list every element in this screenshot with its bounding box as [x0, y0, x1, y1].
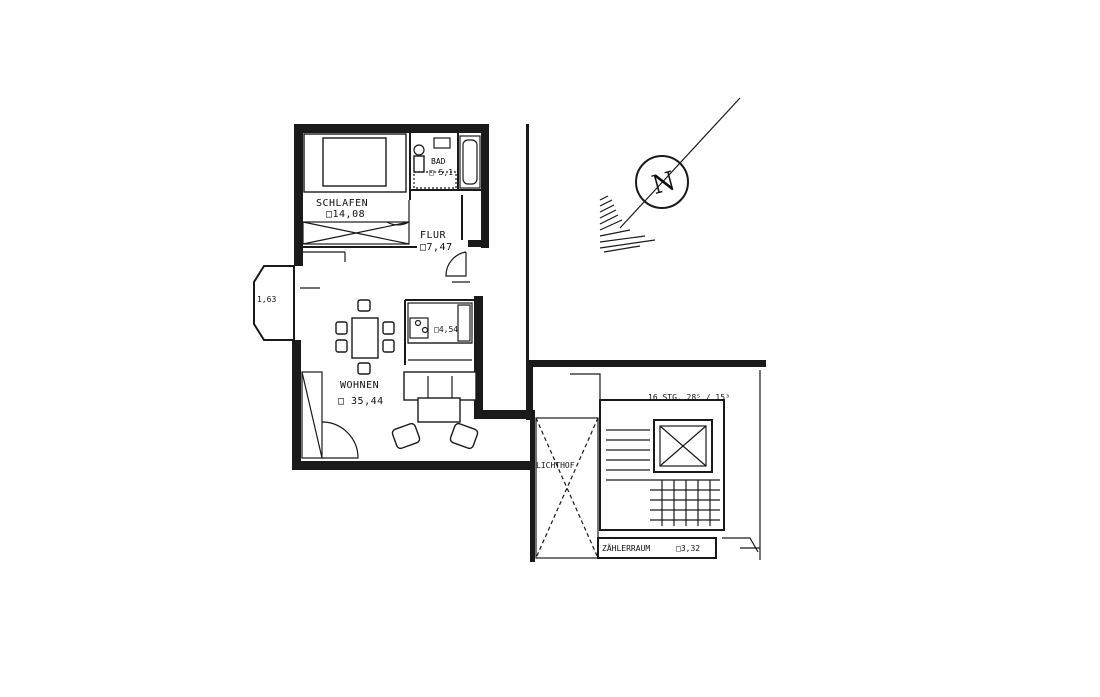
kitchen: □4,54 [407, 302, 473, 361]
wohnen-area: □ 35,44 [338, 396, 384, 407]
wardrobe [302, 221, 410, 245]
bad-label: BAD [431, 157, 446, 166]
chair [382, 321, 395, 335]
cupboard [301, 371, 323, 459]
north-arrow: N [599, 97, 741, 253]
room-bad: BAD □ 5,1 [413, 135, 481, 189]
bad-area: □ 5,1 [429, 168, 453, 177]
stair-treads [606, 429, 720, 526]
room-flur: FLUR □7,47 [420, 230, 470, 283]
apartment-outer-walls [292, 124, 766, 562]
stairwell: 16 STG. 28⁵ / 15³ [570, 370, 761, 560]
lichthof-label: LICHTHOF [536, 461, 575, 470]
sofa [403, 371, 477, 401]
north-arrow-hatch [599, 195, 656, 253]
toilet [413, 155, 425, 173]
tile-grid [413, 171, 457, 189]
armchair [391, 422, 421, 450]
coffee-table [417, 397, 461, 423]
room-schlafen: SCHLAFEN □14,08 [302, 133, 410, 245]
zaehlerraum: ZÄHLERRAUM □3,32 [597, 537, 760, 559]
flur-area: □7,47 [420, 242, 453, 253]
chair [335, 321, 348, 335]
lichthof: LICHTHOF [535, 417, 599, 559]
pillow [322, 137, 387, 187]
zaehlerraum-label: ZÄHLERRAUM [602, 543, 650, 553]
flur-label: FLUR [420, 230, 447, 241]
chair [382, 339, 395, 353]
bathtub [459, 135, 481, 189]
chair [357, 299, 371, 312]
stair-label: 16 STG. 28⁵ / 15³ [648, 393, 730, 402]
elevator-shaft [653, 419, 713, 473]
chair [335, 339, 348, 353]
kitchen-counter [407, 302, 473, 344]
washbasin [433, 137, 451, 149]
zaehlerraum-area: □3,32 [676, 544, 700, 553]
schlafen-area: □14,08 [326, 209, 365, 220]
balkon: 1,63 [253, 265, 320, 341]
wohnen-label: WOHNEN [340, 380, 379, 391]
chair [357, 362, 371, 375]
room-wohnen: WOHNEN □ 35,44 [301, 299, 479, 459]
north-arrow-letter: N [649, 166, 679, 201]
schlafen-label: SCHLAFEN [316, 198, 368, 209]
kitchen-area: □4,54 [434, 325, 458, 334]
interior-walls [300, 133, 481, 365]
balkon-area: 1,63 [257, 295, 276, 304]
armchair [449, 422, 479, 450]
dining-table [351, 317, 379, 359]
